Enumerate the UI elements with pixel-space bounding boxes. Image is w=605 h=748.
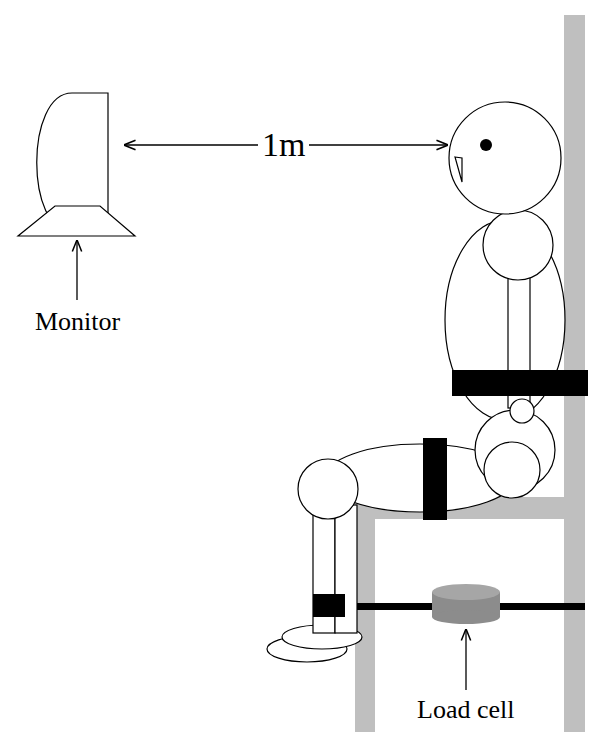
load-cell <box>432 584 500 624</box>
monitor-stand <box>18 206 135 236</box>
eye <box>480 139 492 151</box>
dimension-label: 1m <box>258 126 309 163</box>
part-label: Monitor <box>31 308 124 337</box>
chair-leg <box>355 497 375 732</box>
leader-arrow <box>465 630 466 690</box>
chest-strap <box>452 370 588 396</box>
thigh-strap <box>423 438 447 520</box>
ankle-strap <box>313 594 345 617</box>
leader-arrow <box>76 241 77 300</box>
part-label: Load cell <box>413 696 518 725</box>
